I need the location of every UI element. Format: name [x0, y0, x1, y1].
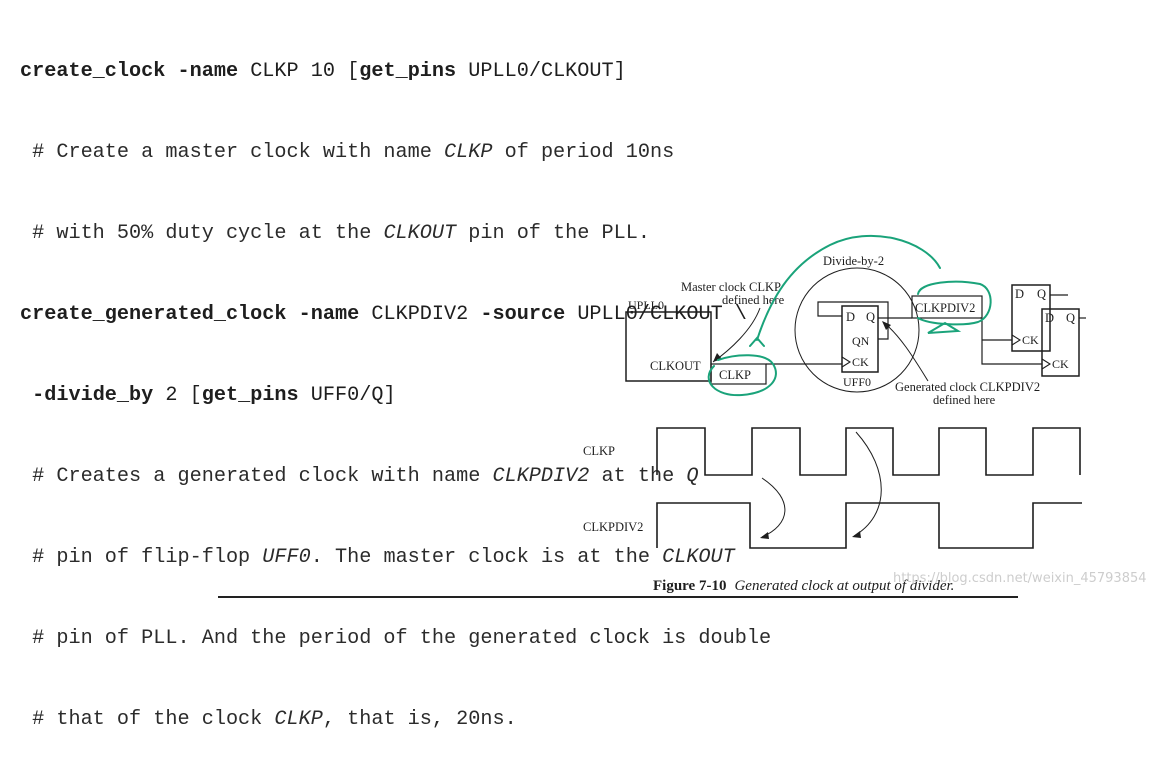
downstream-flip-flop-1: [1011, 284, 1051, 352]
ff3-ck-pin: CK: [1052, 357, 1069, 371]
downstream-flip-flop-2: [1041, 308, 1080, 377]
edge-arrow-1-head: [760, 532, 769, 539]
master-clock-note-line1: Master clock CLKP: [681, 280, 781, 294]
ff-qn-pin: QN: [852, 334, 870, 348]
clkp-net-label: CLKP: [719, 368, 751, 382]
edge-arrow-2: [853, 431, 882, 537]
ff-ck-pin: CK: [852, 355, 869, 369]
master-clock-pointer: [712, 307, 761, 363]
annotation-arrow-curve: [756, 234, 941, 341]
generated-clock-note-line2: defined here: [933, 393, 996, 407]
command-args: CLKP 10 [: [238, 60, 360, 83]
ff3-clock-triangle: [1041, 358, 1052, 370]
clkpdiv2-waveform: [656, 502, 1082, 549]
code-line-create-generated-clock: create_generated_clock -name CLKPDIV2 -s…: [20, 303, 747, 326]
ff-q-pin: Q: [866, 310, 875, 324]
pll-block: [625, 311, 712, 382]
figure-caption-text: Generated clock at output of divider.: [734, 578, 955, 594]
clkp-net-box: [710, 363, 767, 385]
command-keyword: create_clock: [20, 60, 166, 83]
clkpdiv2-net-label: CLKPDIV2: [915, 301, 975, 315]
ff-d-pin: D: [846, 310, 855, 324]
ff-clock-triangle: [841, 356, 852, 368]
generated-clock-figure: UPLL0 CLKOUT CLKP Master clock CLKP defi…: [583, 234, 1086, 549]
ff3-d-pin: D: [1045, 311, 1054, 325]
subcommand-keyword: get_pins: [201, 384, 299, 407]
option-keyword: -divide_by: [32, 384, 154, 407]
figure-number: Figure 7-10: [653, 578, 727, 594]
code-comment-line: # Create a master clock with name CLKP o…: [20, 141, 675, 164]
generated-clock-pointer-head: [882, 321, 891, 330]
code-comment-line: # that of the clock CLKP, that is, 20ns.: [20, 708, 517, 731]
clkpdiv2-net-box: [911, 295, 983, 319]
code-comment-line: # pin of flip-flop UFF0. The master cloc…: [20, 546, 735, 569]
annotation-circle-clkp: [707, 354, 777, 397]
annotation-arrow-head: [749, 336, 765, 347]
annotation-triangle: [927, 321, 962, 334]
edge-arrow-1: [761, 477, 786, 538]
figure-caption: Figure 7-10 Generated clock at output of …: [653, 578, 954, 595]
clkout-pin-label: CLKOUT: [650, 359, 701, 373]
option-keyword: -source: [480, 303, 566, 326]
command-keyword: create_generated_clock: [20, 303, 287, 326]
divide-by-2-label: Divide-by-2: [823, 254, 884, 268]
uff0-label: UFF0: [843, 375, 871, 389]
caption-rule: [218, 596, 1018, 598]
generated-clock-note-line1: Generated clock CLKPDIV2: [895, 380, 1040, 394]
annotation-circle-clkpdiv2: [917, 280, 992, 326]
option-keyword: -name: [177, 60, 239, 83]
waveform-label-clkpdiv2: CLKPDIV2: [583, 520, 643, 534]
ff2-clock-triangle: [1011, 334, 1022, 346]
pll-label: UPLL0: [628, 298, 664, 312]
generated-clock-pointer: [882, 321, 929, 382]
waveform-label-clkp: CLKP: [583, 444, 615, 458]
option-keyword: -name: [298, 303, 360, 326]
ff2-ck-pin: CK: [1022, 333, 1039, 347]
qn-feedback-wire: [817, 301, 889, 340]
code-comment-line: # with 50% duty cycle at the CLKOUT pin …: [20, 222, 650, 245]
clkpdiv2-fanout-wire: [981, 318, 1042, 365]
subcommand-keyword: get_pins: [359, 60, 457, 83]
edge-arrow-2-head: [852, 531, 861, 538]
code-line-create-clock: create_clock -name CLKP 10 [get_pins UPL…: [20, 58, 810, 85]
source-watermark: https://blog.csdn.net/weixin_45793854: [893, 571, 1147, 586]
code-comment-line: # pin of PLL. And the period of the gene…: [20, 627, 772, 650]
master-clock-note-line2: defined here: [722, 293, 785, 307]
ff3-q-pin: Q: [1066, 311, 1075, 325]
ff2-d-pin: D: [1015, 287, 1024, 301]
clkp-waveform: [656, 427, 1081, 476]
command-args: UPLL0/CLKOUT]: [456, 60, 626, 83]
code-comment-line: # Creates a generated clock with name CL…: [20, 465, 699, 488]
code-line-divide-by: -divide_by 2 [get_pins UFF0/Q]: [32, 384, 396, 407]
ff2-q-pin: Q: [1037, 287, 1046, 301]
divider-outline: [794, 267, 920, 393]
